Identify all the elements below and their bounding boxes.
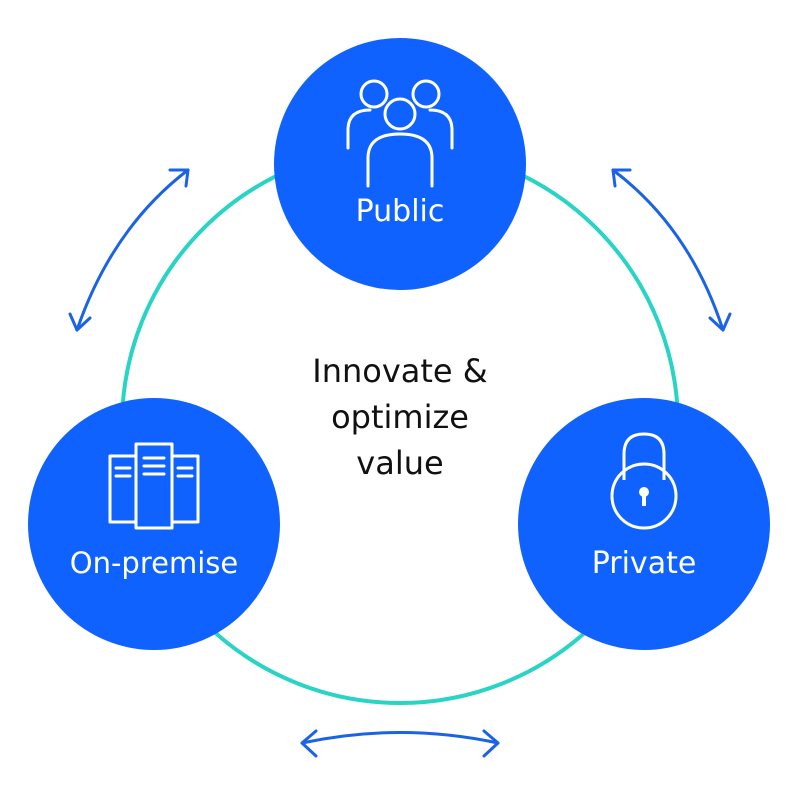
padlock-icon bbox=[610, 432, 678, 530]
node-private-label: Private bbox=[591, 546, 697, 581]
server-documents-icon bbox=[108, 442, 200, 530]
center-text-line-1: Innovate & bbox=[312, 352, 488, 390]
bidirectional-arrow-right bbox=[611, 168, 732, 332]
bidirectional-arrow-left bbox=[68, 168, 190, 332]
bidirectional-arrow-bottom bbox=[300, 729, 500, 758]
node-on-premise: On-premise bbox=[28, 398, 280, 650]
node-on-premise-label: On-premise bbox=[69, 546, 239, 580]
keyhole-stem bbox=[642, 494, 646, 506]
node-public-label: Public bbox=[355, 194, 445, 229]
node-public: Public bbox=[274, 38, 526, 290]
keyhole bbox=[639, 487, 649, 497]
center-text-line-3: value bbox=[356, 444, 444, 482]
people-group-icon bbox=[346, 79, 454, 188]
node-private: Private bbox=[518, 398, 770, 650]
center-text-line-2: optimize bbox=[331, 398, 469, 436]
